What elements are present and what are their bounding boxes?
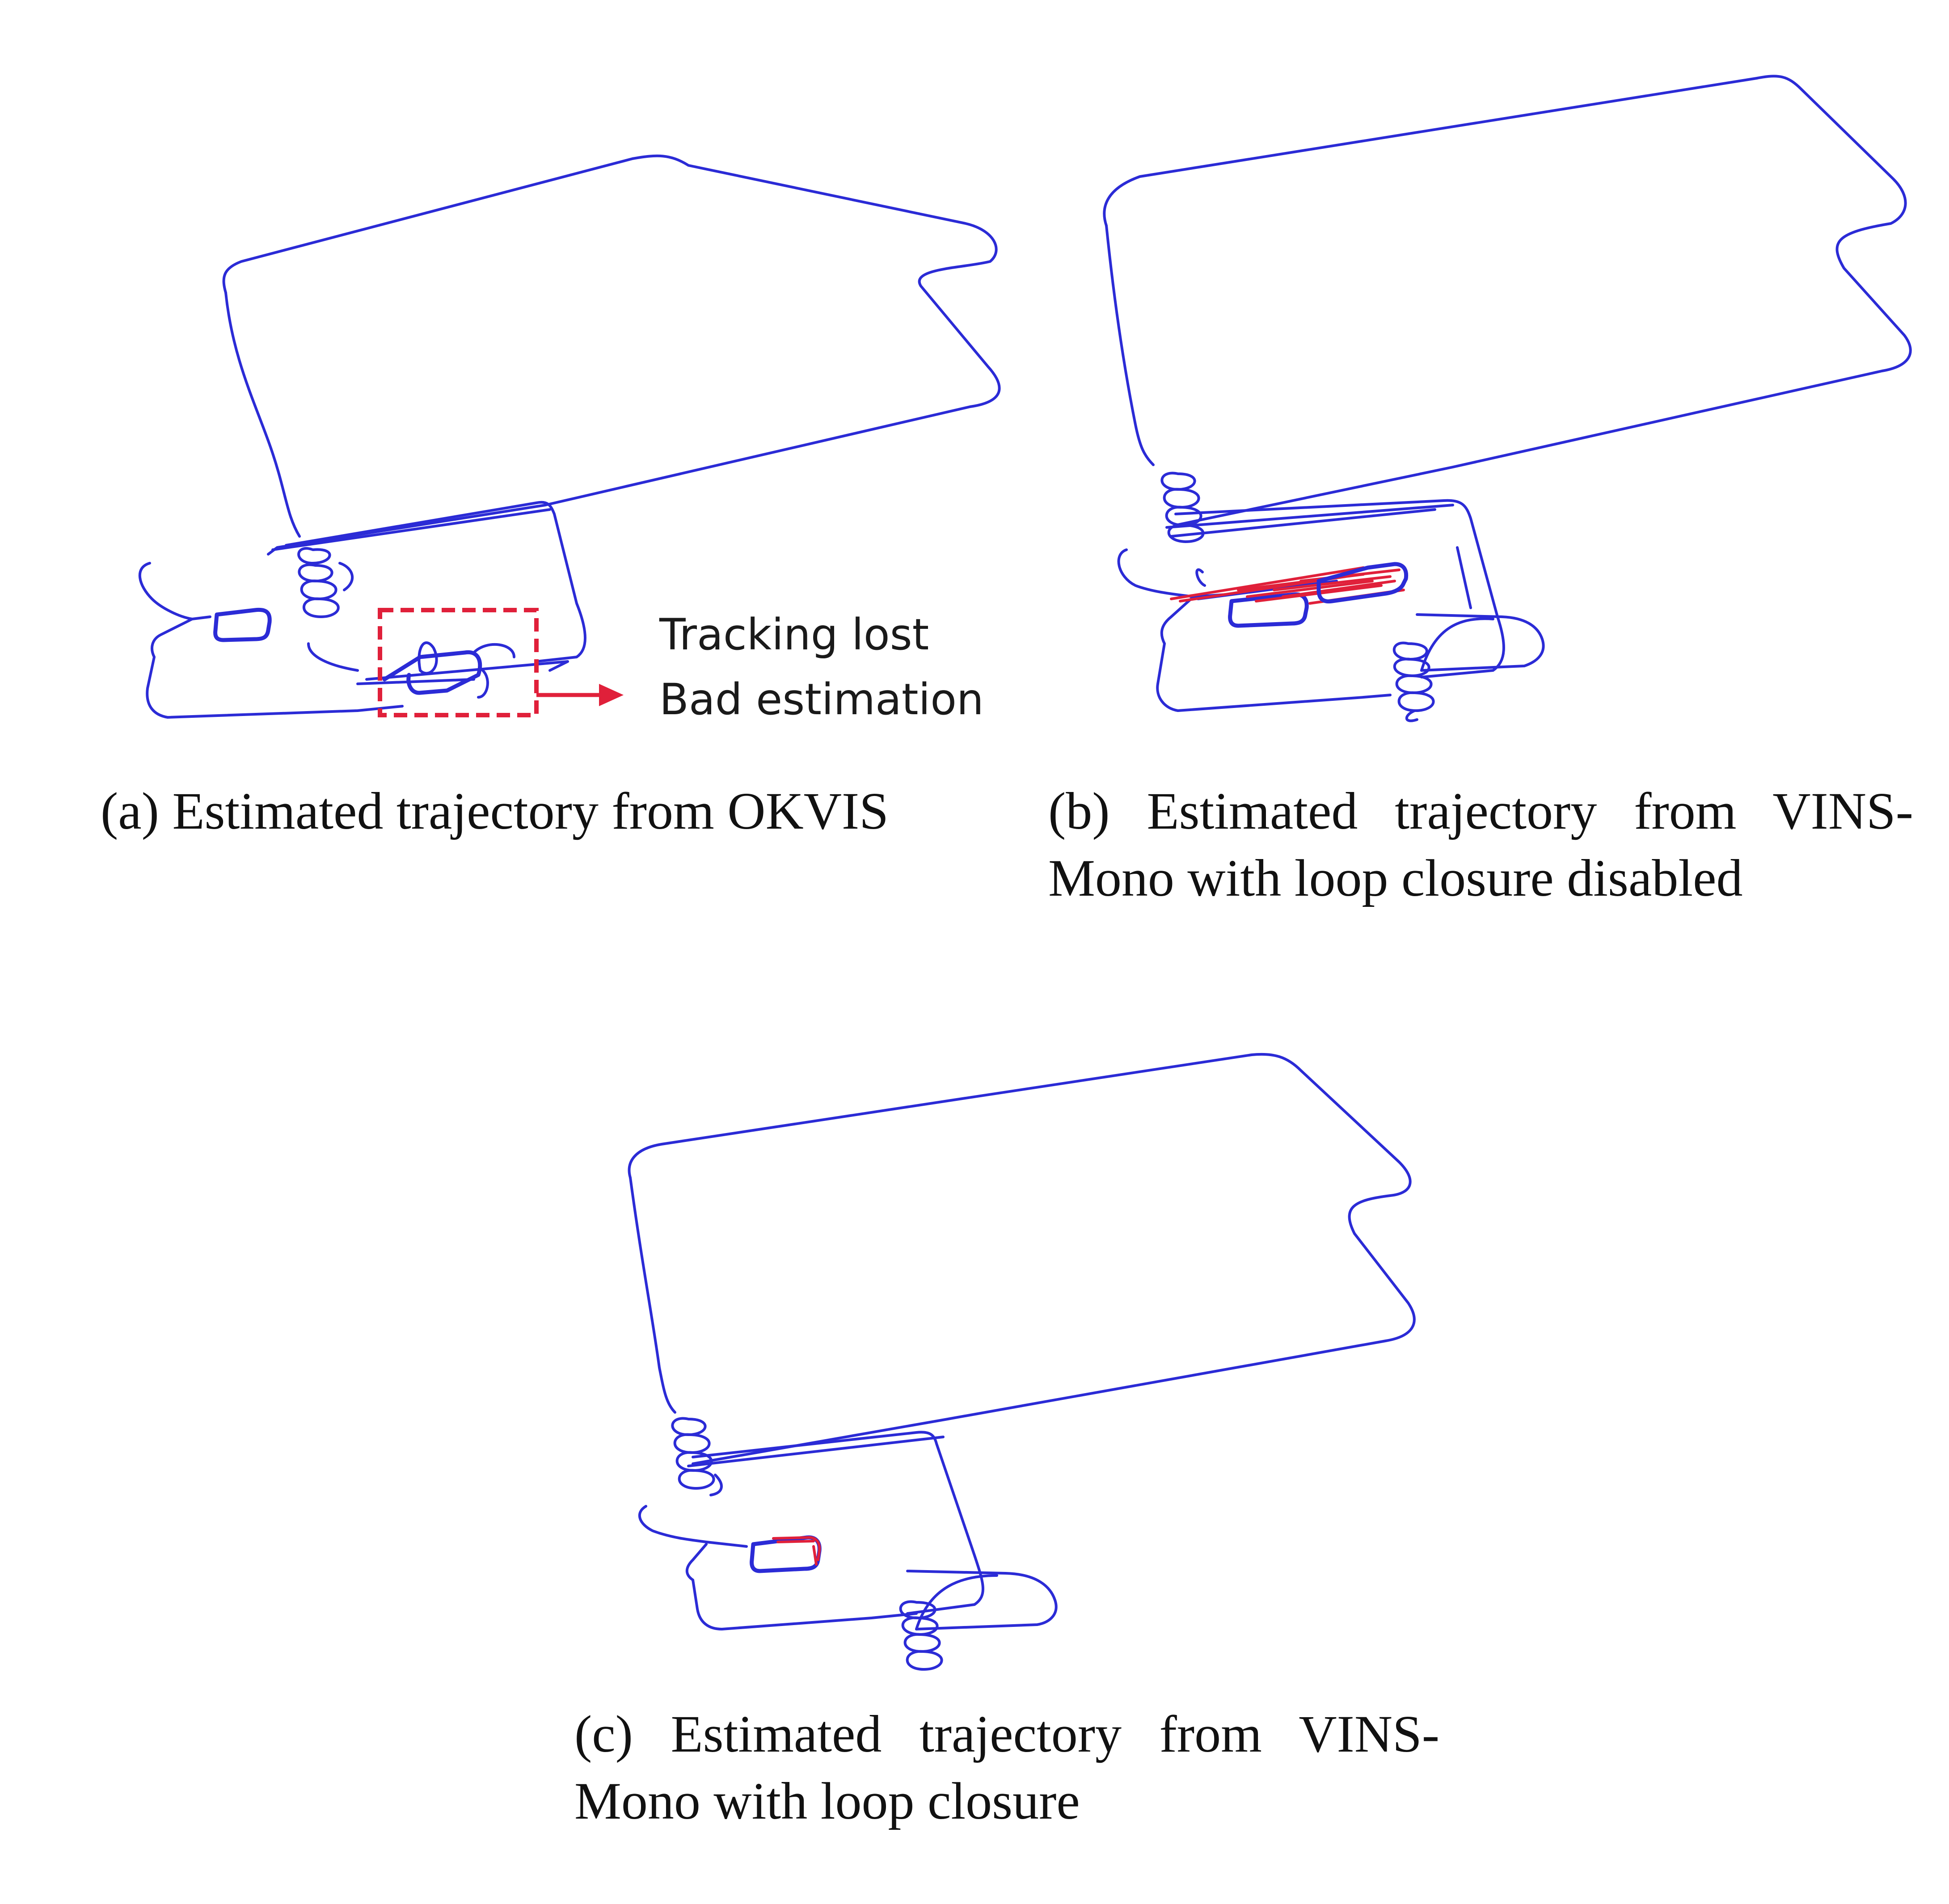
trajectory-plot-c xyxy=(628,1053,1416,1671)
panel-b xyxy=(1050,0,1949,760)
panel-c xyxy=(603,1028,1430,1676)
panel-a: Tracking lost Bad estimation xyxy=(0,0,1028,760)
trajectory-path-a xyxy=(138,154,1001,719)
caption-b: (b) Estimated trajectory from VINS-Mono … xyxy=(1048,782,1913,907)
annotation-arrow xyxy=(536,684,624,706)
loop-closure-edges-c xyxy=(772,1536,821,1566)
trajectory-plot-b xyxy=(1103,75,1912,722)
trajectory-path-b xyxy=(1103,75,1912,722)
annotation-box xyxy=(378,608,539,717)
annotation-label-tracking-lost: Tracking lost xyxy=(659,610,929,660)
trajectory-path-c xyxy=(628,1053,1416,1671)
caption-c: (c) Estimated trajectory from VINS-Mono … xyxy=(574,1705,1439,1830)
trajectory-plot-a xyxy=(138,154,1001,719)
trajectory-rect-b xyxy=(1316,562,1409,604)
annotation-label-bad-estimation: Bad estimation xyxy=(659,674,984,725)
caption-a: (a) Estimated trajectory from OKVIS xyxy=(101,782,889,840)
